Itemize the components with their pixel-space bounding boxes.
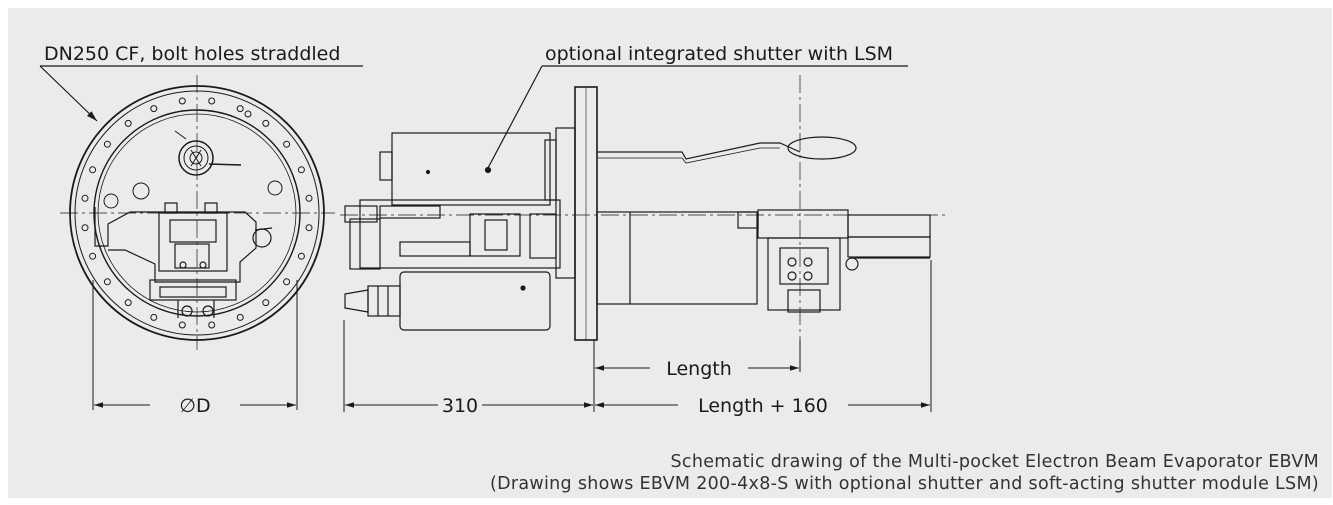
shutter-arm <box>597 142 801 160</box>
shutter-label-leader <box>484 65 908 174</box>
bolt-hole <box>283 278 291 286</box>
bolt-hole <box>124 299 132 307</box>
bolt-hole <box>236 105 244 113</box>
shutter-label: optional integrated shutter with LSM <box>545 43 893 65</box>
shutter-blade <box>787 136 857 160</box>
viewport-hole <box>132 182 150 200</box>
bolt-hole <box>81 194 89 202</box>
bolt-hole <box>150 105 158 113</box>
bolt-hole <box>178 321 186 329</box>
diameter-dimension <box>92 280 298 410</box>
bolt-hole <box>297 252 305 260</box>
length-label: Length <box>666 358 732 380</box>
flange-front-view <box>60 75 335 350</box>
caption-line-2: (Drawing shows EBVM 200-4x8-S with optio… <box>489 474 1319 494</box>
side-view-dimensions <box>343 260 932 412</box>
flange-label: DN250 CF, bolt holes straddled <box>44 43 340 65</box>
vacuum-tube <box>596 211 758 305</box>
length-plus-160-label: Length + 160 <box>698 395 828 417</box>
evaporator-head <box>757 209 849 239</box>
shutter-module-box <box>391 132 551 206</box>
bolt-hole <box>89 166 97 174</box>
pin-hole-small <box>244 110 252 118</box>
bolt-hole <box>178 97 186 105</box>
evaporator-side-view <box>340 75 945 370</box>
bolt-holes <box>81 97 313 329</box>
bolt-hole <box>305 194 313 202</box>
bolt-hole <box>103 140 111 148</box>
bolt-hole <box>297 166 305 174</box>
pin-hole <box>103 193 119 209</box>
bolt-hole <box>208 321 216 329</box>
bolt-hole <box>124 119 132 127</box>
bolt-hole <box>262 119 270 127</box>
bolt-hole <box>236 313 244 321</box>
shutter-motor-front <box>174 130 242 176</box>
bolt-hole <box>262 299 270 307</box>
bolt-hole <box>81 224 89 232</box>
hv-connector-body <box>399 271 551 331</box>
bolt-hole <box>283 140 291 148</box>
bolt-hole <box>305 224 313 232</box>
bolt-hole <box>89 252 97 260</box>
bolt-hole <box>150 313 158 321</box>
evaporator-body-front <box>94 202 273 318</box>
flange-label-leader <box>39 65 363 122</box>
diameter-label: ∅D <box>179 395 210 417</box>
bolt-hole <box>103 278 111 286</box>
caption-line-1: Schematic drawing of the Multi-pocket El… <box>670 452 1319 472</box>
drive-housing <box>359 199 561 269</box>
feedthrough-hole <box>267 180 283 196</box>
bolt-hole <box>208 97 216 105</box>
dim-310-label: 310 <box>442 395 478 417</box>
flange-collar <box>555 127 576 279</box>
